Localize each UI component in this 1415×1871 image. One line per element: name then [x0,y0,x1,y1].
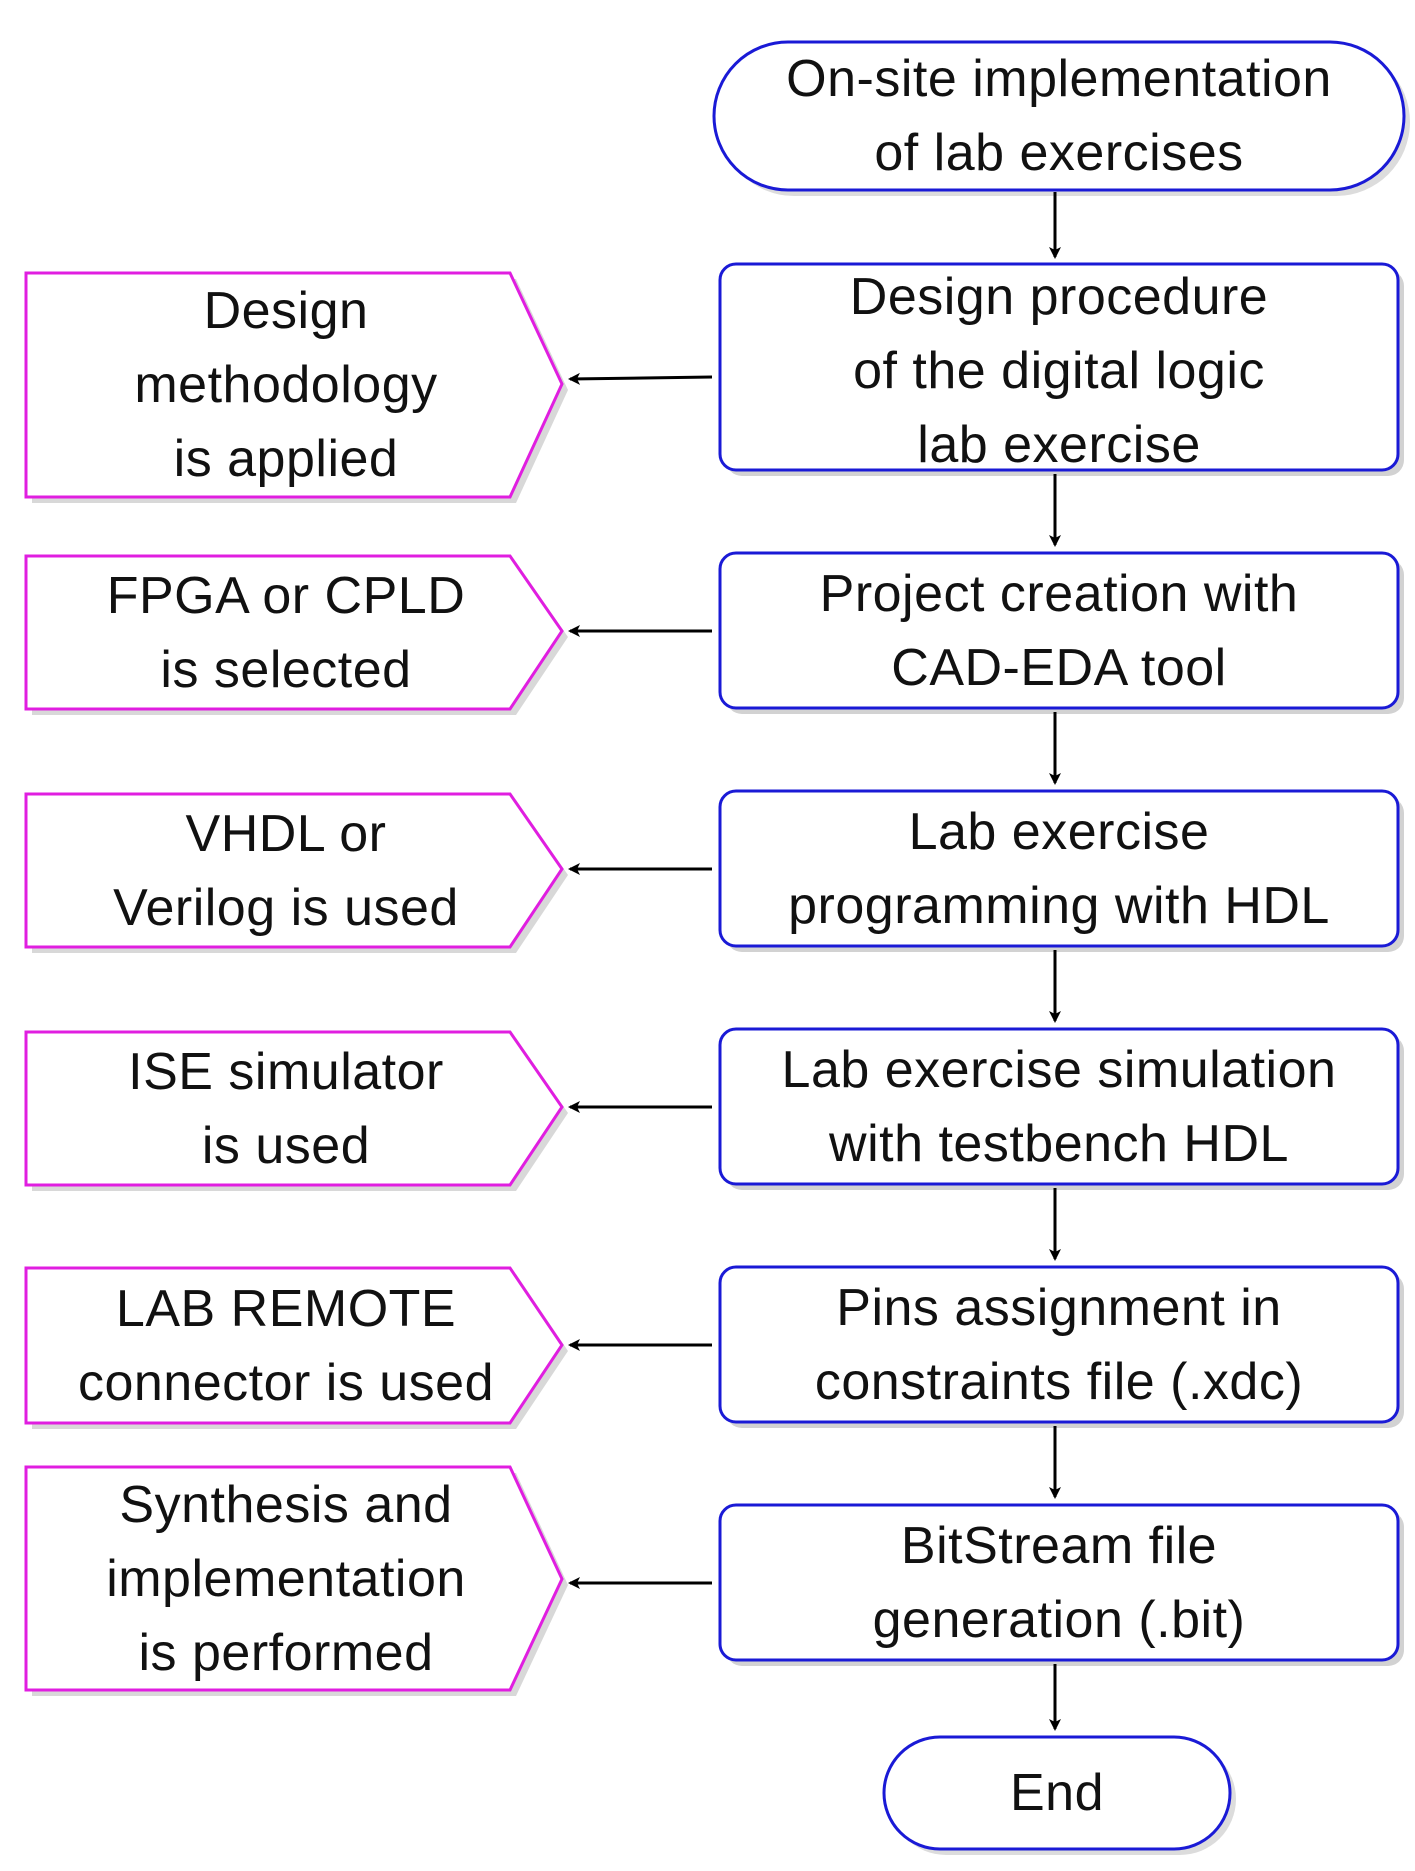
note-6-line-1: Synthesis and [119,1475,453,1534]
end-terminal-label: End [884,1737,1230,1849]
note-label-design-methodology: Design methodology is applied [26,273,546,497]
note-3-line-2: Verilog is used [113,878,459,937]
note-shape-lab-remote [24,1266,568,1429]
start-terminal [712,40,1410,196]
process-box-design-procedure [718,262,1404,476]
note-shape-ise-simulator [24,1030,568,1191]
end-terminal-line-1: End [1009,1764,1105,1822]
step-2-line-2: CAD-EDA tool [891,638,1227,697]
step-label-hdl-programming: Lab exercise programming with HDL [720,791,1398,946]
note-2-line-1: FPGA or CPLD [106,566,466,625]
note-label-fpga-cpld: FPGA or CPLD is selected [26,556,546,709]
step-3-line-1: Lab exercise [908,802,1210,861]
step-4-line-2: with testbench HDL [829,1114,1289,1173]
step-6-line-1: BitStream file [900,1516,1218,1575]
note-5-line-1: LAB REMOTE [115,1279,457,1338]
step-2-line-1: Project creation with [819,564,1299,623]
note-1-line-1: Design [203,282,369,340]
note-4-line-2: is used [201,1116,371,1175]
step-label-pins-assignment: Pins assignment in constraints file (.xd… [720,1267,1398,1422]
note-shape-fpga-cpld [24,554,568,715]
note-shape-design-methodology [24,271,568,503]
start-terminal-label: On-site implementation of lab exercises [714,42,1404,190]
note-4-line-1: ISE simulator [128,1042,444,1101]
step-1-line-3: lab exercise [917,416,1201,474]
step-1-line-2: of the digital logic [853,342,1265,400]
note-label-vhdl-verilog: VHDL or Verilog is used [26,794,546,947]
start-terminal-line-1: On-site implementation [786,50,1332,108]
step-label-design-procedure: Design procedure of the digital logic la… [720,264,1398,474]
note-6-line-2: implementation [106,1549,466,1608]
step-1-line-1: Design procedure [849,268,1269,326]
note-label-ise-simulator: ISE simulator is used [26,1032,546,1185]
step-label-simulation: Lab exercise simulation with testbench H… [720,1029,1398,1184]
step-label-bitstream: BitStream file generation (.bit) [720,1505,1398,1660]
step-label-project-creation: Project creation with CAD-EDA tool [720,553,1398,708]
note-5-line-2: connector is used [77,1353,495,1412]
process-box-simulation [718,1027,1404,1190]
step-6-line-2: generation (.bit) [872,1590,1246,1649]
note-6-line-3: is performed [138,1623,434,1682]
note-1-line-2: methodology [134,356,438,414]
start-terminal-line-2: of lab exercises [874,124,1244,182]
step-5-line-1: Pins assignment in [836,1278,1282,1337]
note-3-line-1: VHDL or [185,804,387,863]
note-shape-vhdl-verilog [24,792,568,953]
end-terminal [882,1735,1236,1855]
step-4-line-1: Lab exercise simulation [781,1040,1337,1099]
step-3-line-2: programming with HDL [788,876,1330,935]
note-label-synthesis: Synthesis and implementation is performe… [26,1467,546,1690]
note-2-line-2: is selected [160,640,412,699]
process-box-bitstream [718,1503,1404,1666]
process-box-hdl-programming [718,789,1404,952]
process-box-project-creation [718,551,1404,714]
note-1-line-3: is applied [173,430,399,488]
note-label-lab-remote: LAB REMOTE connector is used [26,1268,546,1423]
step-5-line-2: constraints file (.xdc) [814,1352,1304,1411]
note-shape-synthesis [24,1465,568,1696]
process-box-pins-assignment [718,1265,1404,1428]
note-arrow-design-methodology [568,372,713,385]
